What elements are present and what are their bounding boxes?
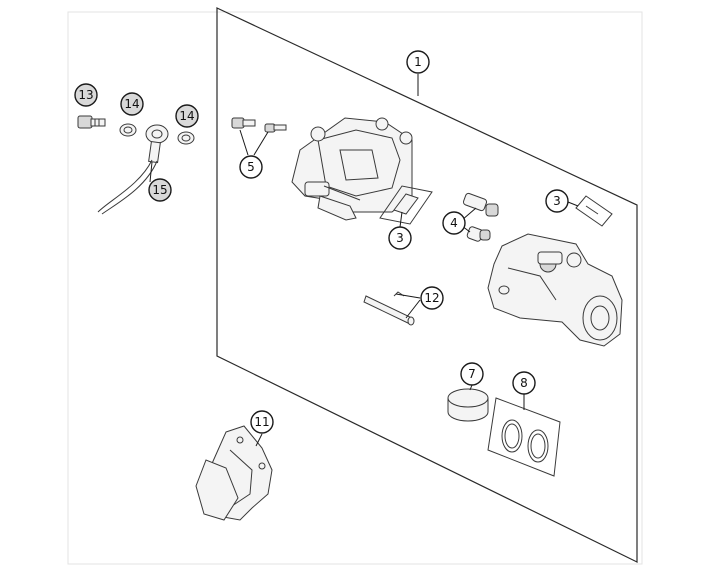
part-12-pad-pin — [363, 291, 415, 326]
svg-text:3: 3 — [553, 194, 561, 208]
svg-text:14: 14 — [124, 97, 139, 111]
callout-14-left: 14 — [120, 92, 144, 116]
part-3-pad-spring-right — [575, 195, 613, 227]
svg-text:4: 4 — [450, 216, 458, 230]
assembly-frame — [216, 7, 638, 563]
callout-7: 7 — [460, 362, 484, 386]
svg-text:11: 11 — [254, 415, 269, 429]
callout-3-center: 3 — [388, 226, 412, 250]
part-14-washer-right — [177, 131, 195, 145]
leader-3-right — [567, 201, 579, 207]
leader-3-center — [399, 211, 403, 228]
svg-text:12: 12 — [424, 291, 439, 305]
leader-5a — [239, 129, 249, 156]
svg-text:13: 13 — [78, 88, 93, 102]
callout-1: 1 — [406, 50, 430, 74]
part-5-bleeder-screws — [231, 117, 287, 133]
callout-3-right: 3 — [545, 189, 569, 213]
callout-11: 11 — [250, 410, 274, 434]
part-11-brake-pads — [195, 425, 273, 521]
leader-11 — [255, 433, 263, 447]
svg-text:1: 1 — [414, 55, 422, 69]
svg-text:3: 3 — [396, 231, 404, 245]
leader-12a — [395, 293, 421, 299]
callout-8: 8 — [512, 371, 536, 395]
part-13-banjo-bolt — [77, 115, 106, 129]
leader-12b — [405, 299, 421, 319]
callout-14-right: 14 — [175, 104, 199, 128]
svg-text:5: 5 — [247, 160, 255, 174]
part-15-brake-hose — [97, 124, 169, 215]
callout-5: 5 — [239, 155, 263, 179]
part-4-guide-pins — [462, 192, 499, 242]
callout-12: 12 — [420, 286, 444, 310]
callout-13: 13 — [74, 83, 98, 107]
sheet-border — [67, 11, 643, 565]
leader-5b — [253, 131, 269, 156]
part-8-seal-kit — [487, 397, 561, 477]
svg-text:15: 15 — [152, 183, 167, 197]
callout-4: 4 — [442, 211, 466, 235]
part-14-washer-left — [119, 123, 137, 137]
svg-text:14: 14 — [179, 109, 194, 123]
part-7-piston — [447, 388, 489, 422]
caliper-body — [291, 117, 413, 221]
svg-text:8: 8 — [520, 376, 528, 390]
leader-15 — [149, 161, 153, 183]
caliper-bracket — [487, 233, 623, 347]
callout-15: 15 — [148, 178, 172, 202]
svg-text:7: 7 — [468, 367, 476, 381]
leader-7 — [469, 384, 473, 391]
